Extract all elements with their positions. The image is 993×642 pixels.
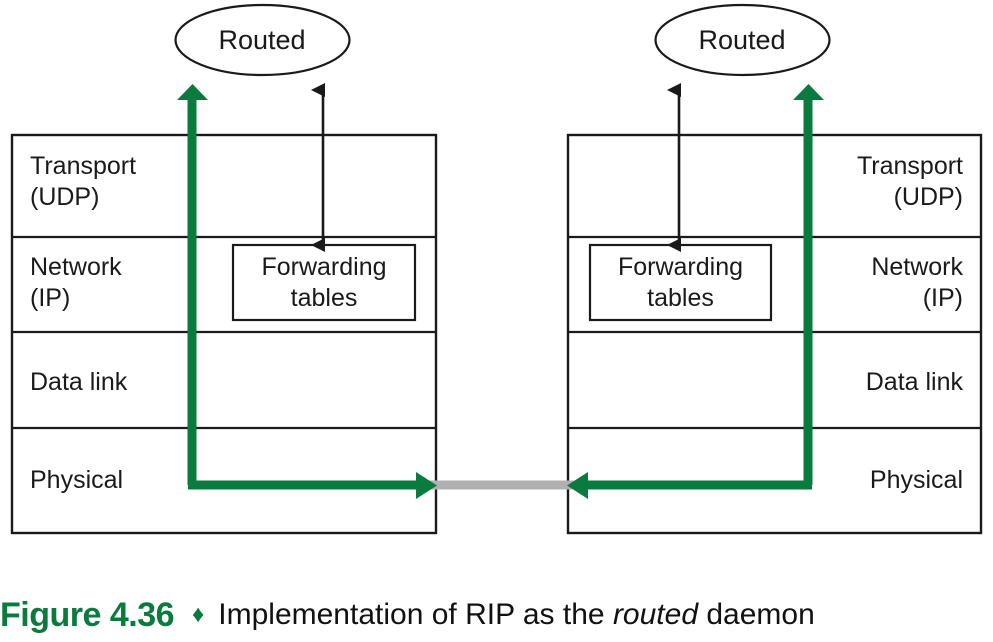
right-routed-label: Routed xyxy=(698,25,786,55)
left-layer-network-line1: Network xyxy=(30,253,122,281)
diamond-icon: ♦ xyxy=(192,601,205,628)
left-rip-right-arrowhead xyxy=(416,472,437,499)
left-stack-outline xyxy=(10,133,438,535)
left-layer-physical-label: Physical xyxy=(30,466,124,494)
right-forwarding-tables-line2: tables xyxy=(647,284,714,312)
right-rip-up-arrowhead xyxy=(793,84,824,100)
caption-text-italic: routed xyxy=(612,598,699,631)
left-layer-transport-line1: Transport xyxy=(30,152,137,180)
right-layer-network-line1: Network xyxy=(871,253,963,281)
left-rip-up-arrowhead xyxy=(177,84,208,100)
right-host-group xyxy=(566,3,983,535)
figure-caption: Figure 4.36 ♦ Implementation of RIP as t… xyxy=(0,592,993,638)
right-forwarding-tables-box xyxy=(588,243,773,322)
right-routed-ellipse xyxy=(654,3,831,77)
right-stack-outline xyxy=(566,133,983,535)
right-rip-path xyxy=(567,84,824,499)
left-forwarding-tables-line2: tables xyxy=(290,284,358,312)
left-routed-label: Routed xyxy=(218,25,306,55)
left-routed-ellipse xyxy=(174,3,351,77)
left-host-group xyxy=(10,3,438,535)
right-layer-network-line2: (IP) xyxy=(922,284,963,312)
left-layer-transport-line2: (UDP) xyxy=(30,183,100,211)
left-layer-datalink-label: Data link xyxy=(30,368,128,396)
left-layer-network-line2: (IP) xyxy=(30,284,71,312)
right-forwarding-tables-line1: Forwarding xyxy=(617,253,744,281)
right-rip-left-arrowhead xyxy=(567,472,588,499)
figure-number: Figure 4.36 xyxy=(0,595,175,634)
right-layer-datalink-label: Data link xyxy=(865,368,963,396)
caption-text-before: Implementation of RIP as the xyxy=(218,598,613,631)
right-layer-transport-line1: Transport xyxy=(856,152,963,180)
right-layer-transport-line2: (UDP) xyxy=(893,183,963,211)
left-forwarding-tables-line1: Forwarding xyxy=(261,253,387,281)
left-rip-path xyxy=(177,84,437,499)
right-layer-physical-label: Physical xyxy=(869,466,963,494)
caption-text-after: daemon xyxy=(698,598,815,631)
